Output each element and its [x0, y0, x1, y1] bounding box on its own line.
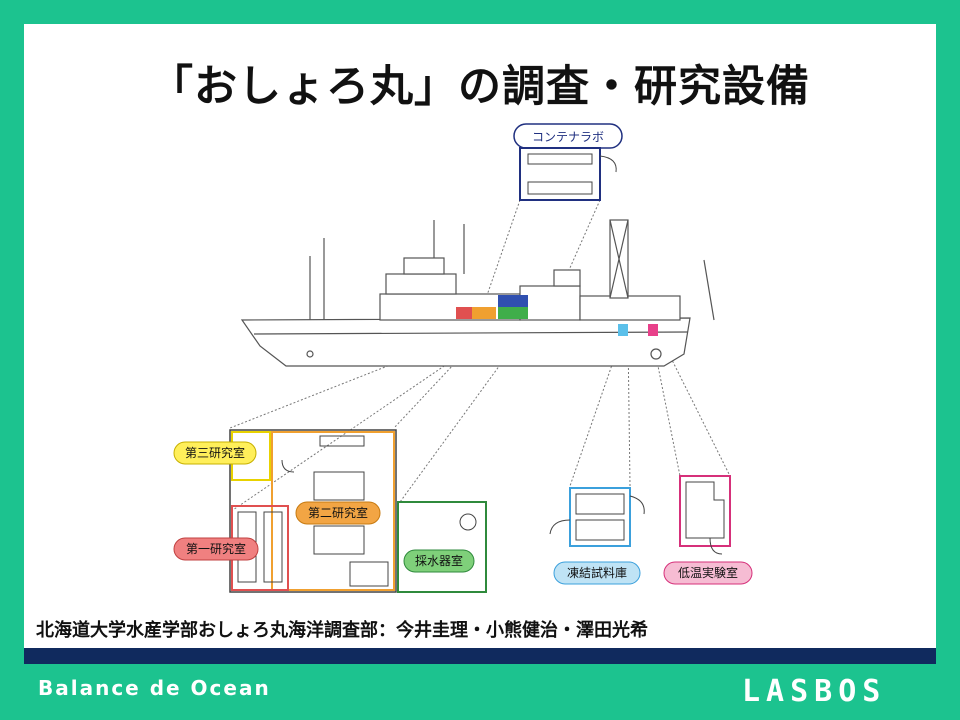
- container-lab-diagram: コンテナラボ: [513, 123, 623, 201]
- ship-marker-lab1: [456, 307, 472, 319]
- lab1-label: 第一研究室: [186, 541, 246, 556]
- ship-illustration: [240, 219, 715, 367]
- cold-lab-diagram: 低温実験室: [663, 475, 753, 585]
- ship-marker-freezer: [618, 324, 628, 336]
- freezer-storage-label: 凍結試料庫: [567, 565, 627, 580]
- ship-marker-container: [498, 295, 528, 307]
- ship-marker-sampler: [498, 307, 528, 319]
- lab3-callout: 第三研究室: [173, 441, 257, 465]
- footer-tagline: Balance de Ocean: [38, 676, 271, 700]
- lab2-callout: 第二研究室: [295, 501, 381, 525]
- lab2-label: 第二研究室: [308, 505, 368, 520]
- ship-diagram: コンテナラボ 第三研究室 第二研究室: [173, 123, 753, 593]
- page-title: 「おしょろ丸」の調査・研究設備: [150, 62, 810, 112]
- lasbos-logo: LASBOS: [742, 674, 887, 709]
- sampler-room-label: 採水器室: [415, 553, 463, 568]
- slide-canvas: 「おしょろ丸」の調査・研究設備: [24, 24, 936, 648]
- footer-bar: [24, 648, 936, 664]
- freezer-storage-diagram: 凍結試料庫: [549, 487, 645, 585]
- lab3-label: 第三研究室: [185, 445, 245, 460]
- container-lab-label: コンテナラボ: [532, 130, 604, 144]
- ship-hull: [240, 317, 691, 367]
- ship-marker-cold: [648, 324, 658, 336]
- cold-lab-label: 低温実験室: [678, 565, 738, 580]
- sampler-room-diagram: 採水器室: [397, 501, 487, 593]
- ship-marker-lab2: [472, 307, 496, 319]
- lab1-callout: 第一研究室: [173, 537, 259, 561]
- credit-line: 北海道大学水産学部おしょろ丸海洋調査部：今井圭理・小熊健治・澤田光希: [36, 620, 648, 641]
